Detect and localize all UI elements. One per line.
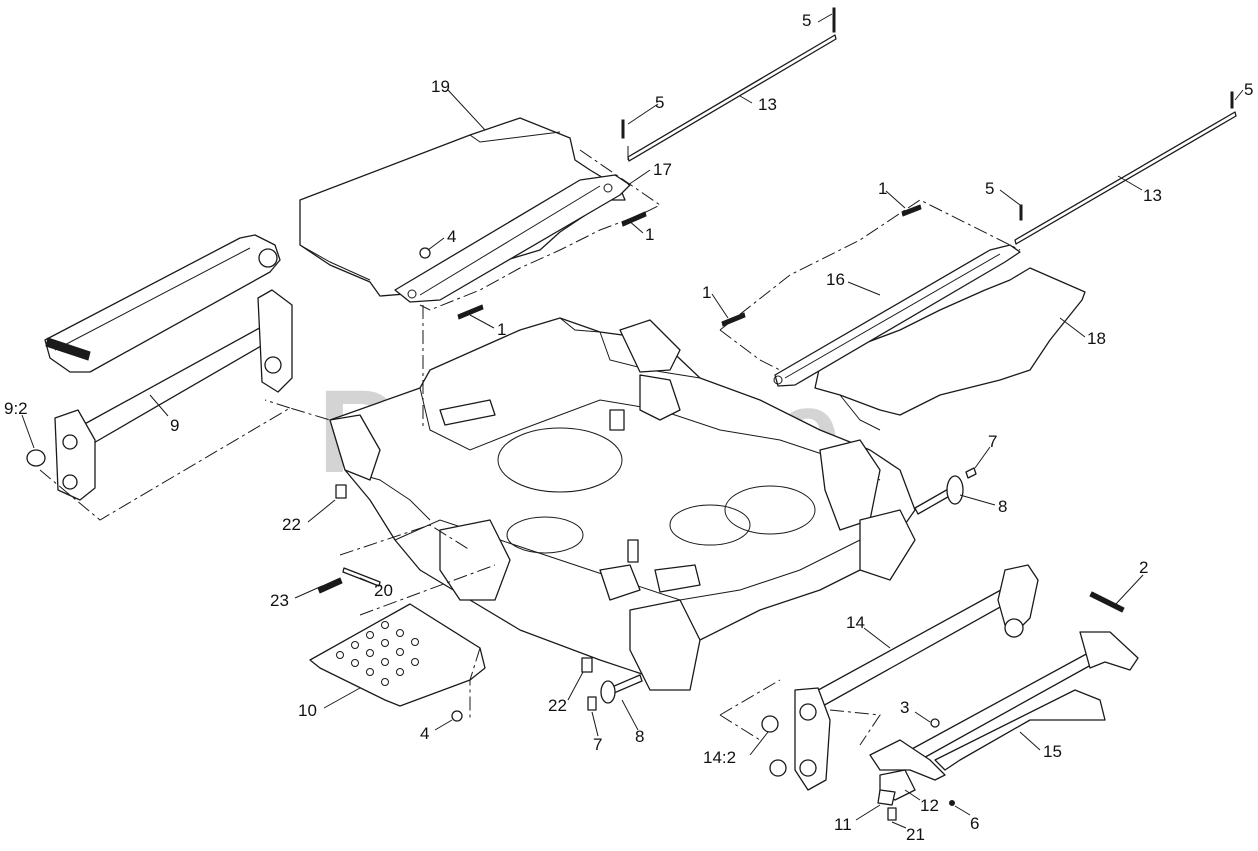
- callout-10: 10: [298, 701, 317, 720]
- callout-23: 23: [270, 591, 289, 610]
- callout-7: 7: [988, 432, 997, 451]
- callout-9-2: 9:2: [4, 399, 28, 418]
- plate-10[interactable]: [309, 603, 486, 707]
- callout-20: 20: [374, 581, 393, 600]
- callout-3: 3: [900, 698, 909, 717]
- lever-assembly-upper-left[interactable]: [44, 234, 281, 373]
- callout-5: 5: [985, 179, 994, 198]
- pin-21[interactable]: [887, 807, 897, 821]
- callout-1: 1: [702, 283, 711, 302]
- callout-19: 19: [431, 77, 450, 96]
- callout-13: 13: [1143, 186, 1162, 205]
- dashed-outline-9: [39, 399, 331, 521]
- callout-13: 13: [758, 95, 777, 114]
- callout-4: 4: [447, 227, 456, 246]
- bolt-22-center[interactable]: [581, 657, 593, 673]
- callout-11: 11: [834, 815, 852, 834]
- callout-12: 12: [920, 796, 939, 815]
- spring-1-upper[interactable]: [621, 211, 647, 227]
- pin-6[interactable]: [949, 800, 955, 806]
- callout-16: 16: [826, 270, 845, 289]
- clip-11[interactable]: [877, 789, 896, 806]
- shield-plate-18[interactable]: [814, 267, 1086, 431]
- callout-14-2: 14:2: [703, 748, 736, 767]
- deck-frame[interactable]: [329, 317, 916, 691]
- bushing-14-2[interactable]: [761, 715, 787, 777]
- shaft-14[interactable]: [794, 564, 1039, 791]
- fastener-4-upper[interactable]: [419, 247, 431, 259]
- bolt-7-right[interactable]: [965, 467, 977, 479]
- callout-17: 17: [653, 160, 672, 179]
- spring-1-right-lower[interactable]: [721, 312, 746, 327]
- callout-1: 1: [497, 320, 506, 339]
- callout-15: 15: [1043, 742, 1062, 761]
- bushing-9-2[interactable]: [26, 449, 46, 467]
- callout-14: 14: [846, 613, 865, 632]
- rod-13-right[interactable]: [1014, 91, 1237, 245]
- callout-22: 22: [282, 515, 301, 534]
- bracket-12[interactable]: [869, 739, 946, 801]
- callout-22: 22: [548, 696, 567, 715]
- lever-arm-15[interactable]: [909, 631, 1139, 771]
- callout-5: 5: [1244, 80, 1253, 99]
- nut-4-lower[interactable]: [451, 710, 463, 722]
- shaft-9[interactable]: [54, 289, 293, 501]
- bolt-22-left[interactable]: [335, 484, 347, 499]
- dashed-outline-14: [719, 679, 881, 746]
- bracket-17[interactable]: [394, 174, 631, 303]
- callout-8: 8: [998, 497, 1007, 516]
- callout-2: 2: [1139, 558, 1148, 577]
- dashed-outline-10: [339, 524, 496, 720]
- rod-20[interactable]: [342, 567, 381, 587]
- callout-labels: 5 13 19 5 17 1 4 1 5 13 1 5 16 1 18 9:2 …: [4, 11, 1253, 844]
- callout-9: 9: [170, 416, 179, 435]
- callout-5: 5: [655, 93, 664, 112]
- callout-18: 18: [1087, 329, 1106, 348]
- callout-7: 7: [593, 735, 602, 754]
- nut-3[interactable]: [930, 718, 940, 728]
- bushing-8-center[interactable]: [600, 674, 643, 704]
- spring-23[interactable]: [317, 577, 343, 594]
- dashed-outline-19: [419, 149, 661, 311]
- callout-21: 21: [906, 825, 925, 844]
- spring-1-lower[interactable]: [457, 304, 484, 320]
- callout-1: 1: [878, 179, 887, 198]
- spring-2[interactable]: [1089, 591, 1125, 613]
- callout-5: 5: [802, 11, 811, 30]
- bracket-16[interactable]: [773, 244, 1021, 387]
- leader-lines: [21, 13, 1244, 829]
- dashed-outline-18: [719, 199, 1021, 371]
- callout-8: 8: [635, 727, 644, 746]
- spring-1-right-upper[interactable]: [901, 204, 922, 217]
- bolt-7-center[interactable]: [587, 696, 597, 711]
- callout-1: 1: [645, 225, 654, 244]
- callout-6: 6: [970, 814, 979, 833]
- callout-4: 4: [420, 724, 429, 743]
- bushing-8-right[interactable]: [914, 475, 964, 515]
- rod-13-upper[interactable]: [621, 7, 837, 162]
